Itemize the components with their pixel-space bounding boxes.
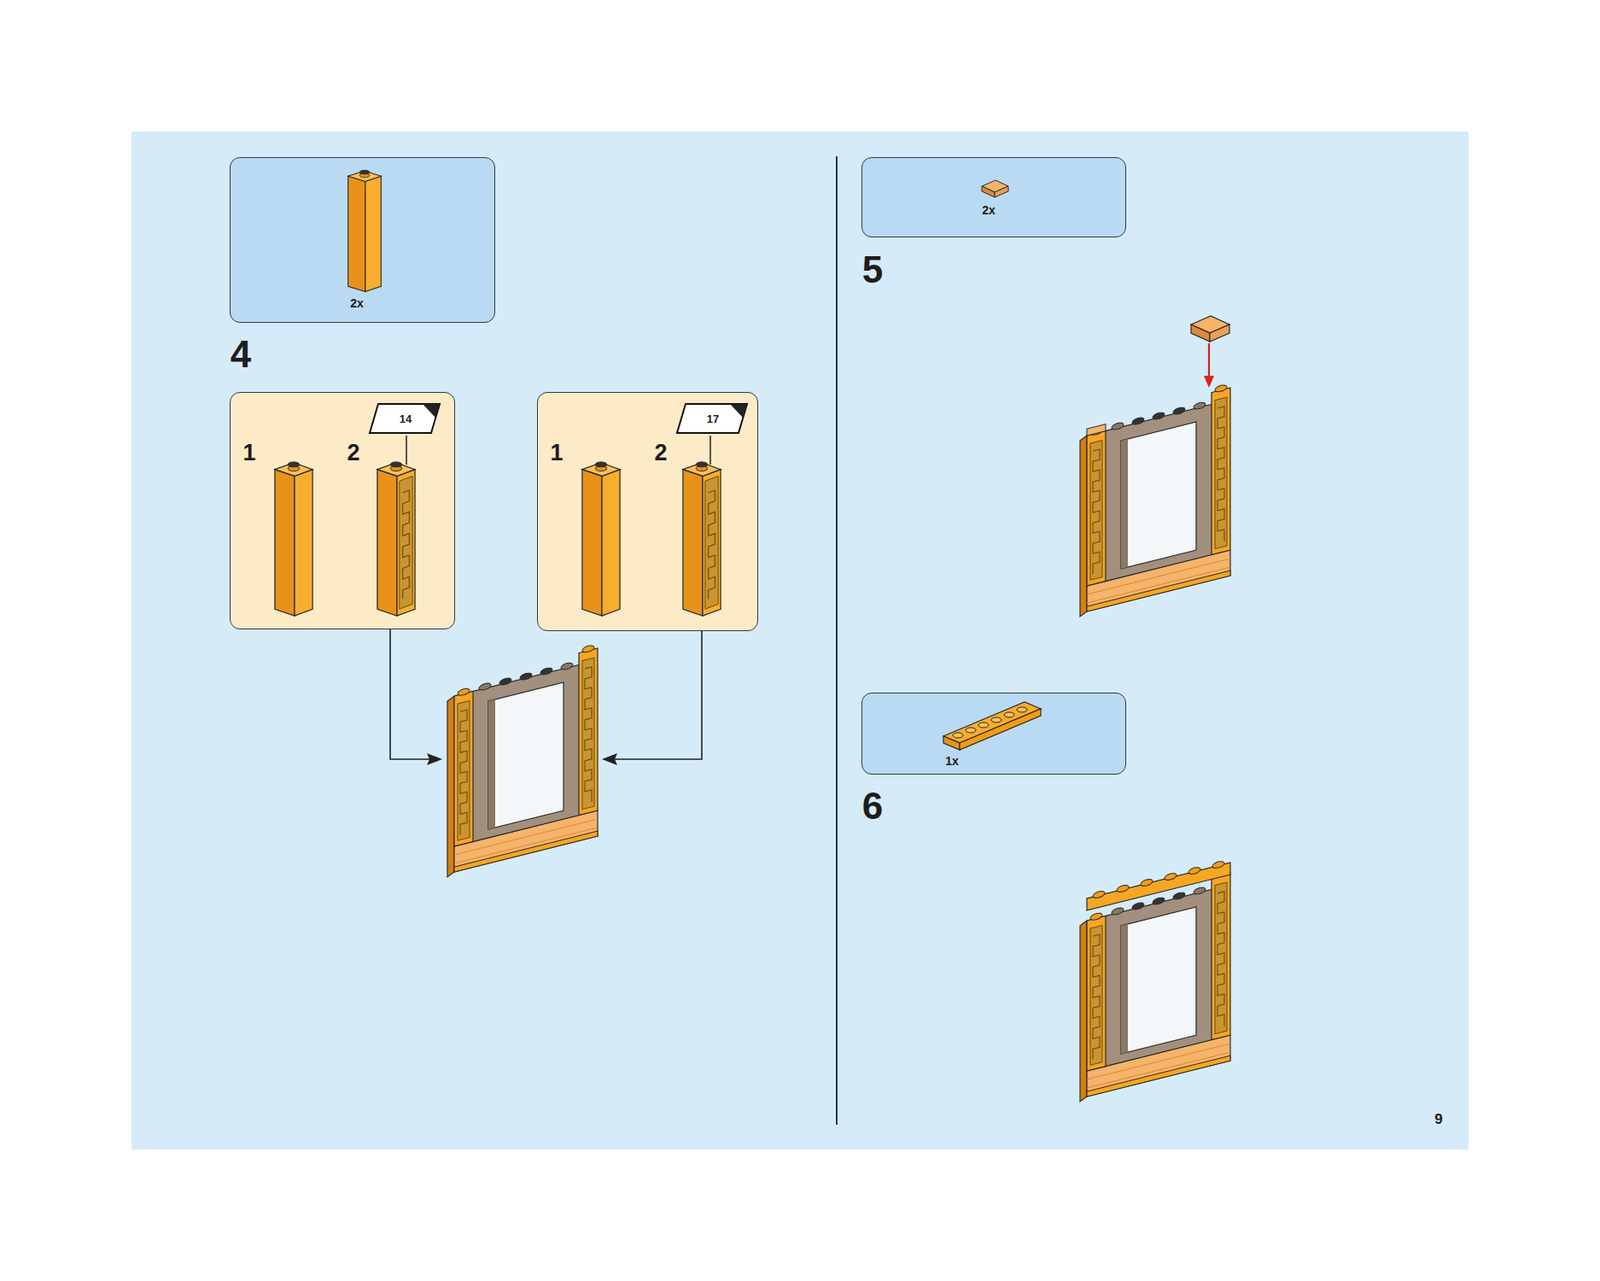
substep-box: 1 2 14 [229, 391, 456, 630]
quantity-label: 2x [981, 204, 996, 217]
sticker-number: 17 [706, 413, 719, 425]
quantity-label: 2x [350, 297, 364, 310]
substep-number: 2 [654, 441, 667, 465]
substep-number: 1 [549, 441, 563, 465]
substep-box: 1 2 17 [537, 391, 759, 631]
sticker-number: 14 [399, 413, 412, 425]
sticker-callout: 17 [675, 402, 749, 435]
page-number: 9 [1434, 1111, 1443, 1127]
substep-number: 2 [346, 441, 360, 465]
step-number: 4 [230, 335, 252, 374]
step-number: 6 [862, 787, 883, 825]
step-number: 5 [862, 251, 883, 289]
quantity-label: 1x [945, 754, 959, 767]
substep-number: 1 [242, 441, 256, 465]
sticker-callout: 14 [367, 402, 442, 435]
